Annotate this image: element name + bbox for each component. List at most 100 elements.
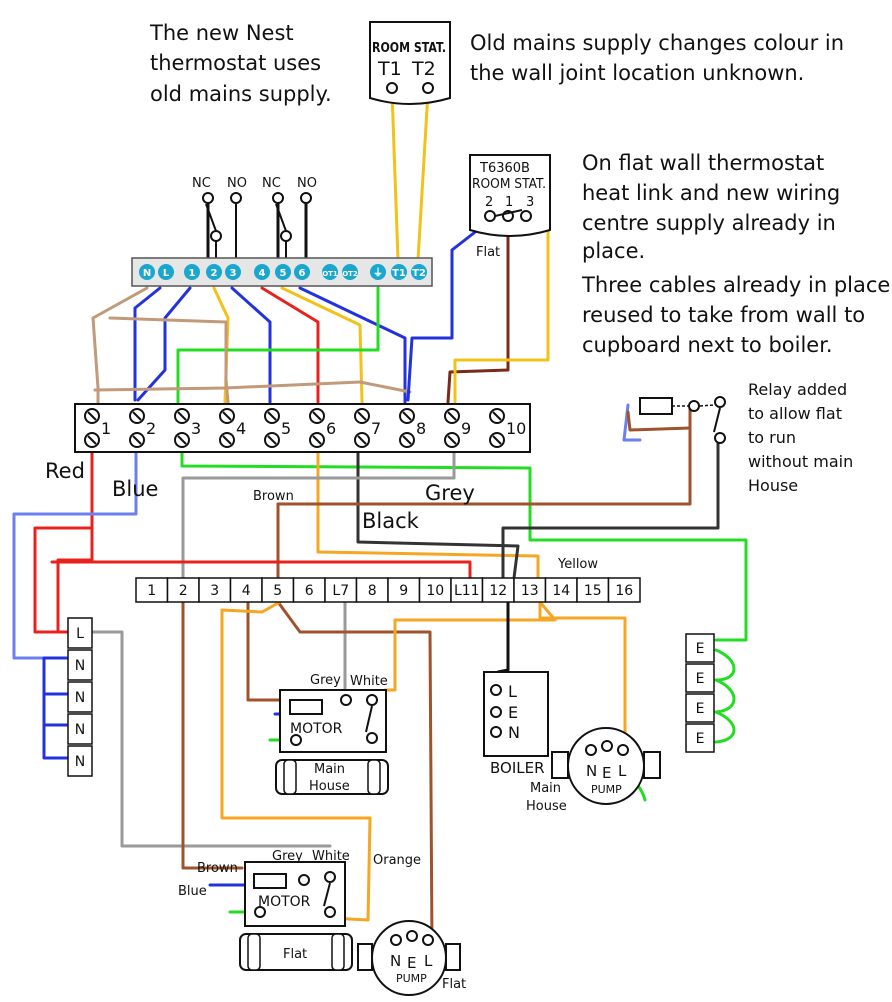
room-stat-flat-label: ROOM STAT. [472,177,546,192]
wire-red-live [33,450,94,634]
strip16-terminal-label: 9 [399,583,408,599]
wire-hl-6-blue [298,286,407,404]
supply-terminal-label: N [75,658,85,674]
earth-terminal-label: E [696,731,705,747]
wire-hl-l-blue [133,286,162,402]
wire-label-black: Black [362,509,420,533]
heatlink-terminal-dot [225,264,241,280]
pump-flat-label: PUMP [396,972,427,985]
wire-black-12 [356,450,520,580]
heatlink-terminal-label: 5 [280,268,287,279]
note-old-2: the wall joint location unknown. [470,61,804,85]
heatlink-terminal-label: N [143,268,151,279]
strip16-cell [481,577,515,603]
earth-cell [685,663,715,693]
motor-flat-orange: Orange [373,853,421,868]
pump-main-l: L [618,762,627,780]
earth-terminal-label: E [696,671,705,687]
strip10-screw-slot [222,411,232,421]
strip16-cell [418,577,452,603]
earth-cell [685,693,715,723]
wire-black-boiler [496,600,510,674]
heatlink-terminal-label: 2 [211,268,218,279]
heatlink-terminal-dot [275,264,291,280]
strip10-terminal-label: 10 [506,419,526,438]
wire-stat-t1 [390,90,400,262]
wire-label-red: Red [45,459,85,483]
strip16-cell [135,577,169,603]
strip16-terminal-label: 1 [147,583,156,599]
relay [639,396,726,444]
strip10-screw-slot [357,411,367,421]
heatlink-terminal-label: T2 [412,268,426,279]
note-nest-1: The new Nest [149,21,294,45]
strip10-screw-slot [267,411,277,421]
motor-main-grey: Grey [310,673,341,688]
wire-red-11 [50,560,472,580]
motor-flat-caption: Flat [283,947,307,962]
wire-hl-n-brown [91,286,149,406]
wire-orange-motor-main [383,600,557,692]
wire-orange-pump-main [538,600,627,752]
supply-cell [67,617,93,649]
strip10-terminal-label: 5 [281,419,291,438]
heatlink-terminal-label: OT1 [322,270,338,278]
heatlink-terminal-dot [139,264,155,280]
wire-blue-neutral [12,450,138,660]
wire-grey-2 [181,450,456,580]
room-stat-flat: T6360B ROOM STAT. 2 1 3 Flat [469,154,551,260]
motor-flat-label: MOTOR [258,894,311,910]
strip16-cell [387,577,421,603]
pump-main-e: E [602,764,611,782]
motor-flat-white: White [312,849,350,864]
strip16-terminal-label: 10 [426,583,444,599]
heatlink-no2: NO [297,176,317,191]
wire-label-grey: Grey [425,481,475,505]
heatlink-terminal-label: T1 [392,268,406,279]
motor-main-caption1: Main [314,762,345,777]
room-stat-flat-t1: 1 [505,195,513,210]
supply-cell [67,649,93,681]
wire-label-blue: Blue [112,477,158,501]
pump-flat: N E L PUMP Flat [357,920,466,996]
heatlink-terminal-dot [342,264,358,280]
supply-terminal-label: N [75,754,85,770]
supply-terminal-label: L [76,626,84,642]
strip16-cell [324,577,358,603]
strip16-cell [261,577,295,603]
motor-main-caption2: House [309,779,350,794]
strip10-screw-slot [312,411,322,421]
note-relay-5: House [748,476,798,495]
note-relay-3: to run [748,428,796,447]
strip10-terminal-label: 4 [236,419,246,438]
strip10-screw-slot [132,435,142,445]
wire-neutral-loops [42,656,70,760]
strip10-screw-slot [447,411,457,421]
strip10-terminal-label: 7 [371,419,381,438]
strip10-screw-slot [132,411,142,421]
motor-flat-blue: Blue [178,884,207,899]
wire-relay-brown [626,410,692,432]
wire-orange-13 [316,450,540,580]
wire-stat-t2 [416,90,430,262]
heatlink-terminal-dot [370,264,386,280]
boiler: L E N BOILER [483,671,549,777]
room-stat-main-t1: T1 [377,58,402,80]
boiler-n: N [508,723,520,742]
note-flat-5: Three cables already in place [581,273,890,297]
note-nest-2: thermostat uses [150,51,321,75]
wire-grey-l-flat [90,630,332,848]
strip16-cell [544,577,578,603]
motor-flat-brown: Brown [197,861,238,876]
wire-label-yellow: Yellow [557,557,598,572]
strip16-terminal-label: 3 [210,583,219,599]
heatlink-terminal-dot [322,264,338,280]
strip10-screw-slot [492,411,502,421]
heatlink-terminal-dot [254,264,270,280]
supply-terminal-label: N [75,690,85,706]
motor-main-house: Grey White MOTOR Main House [275,673,389,795]
strip16-terminal-label: 15 [584,583,602,599]
